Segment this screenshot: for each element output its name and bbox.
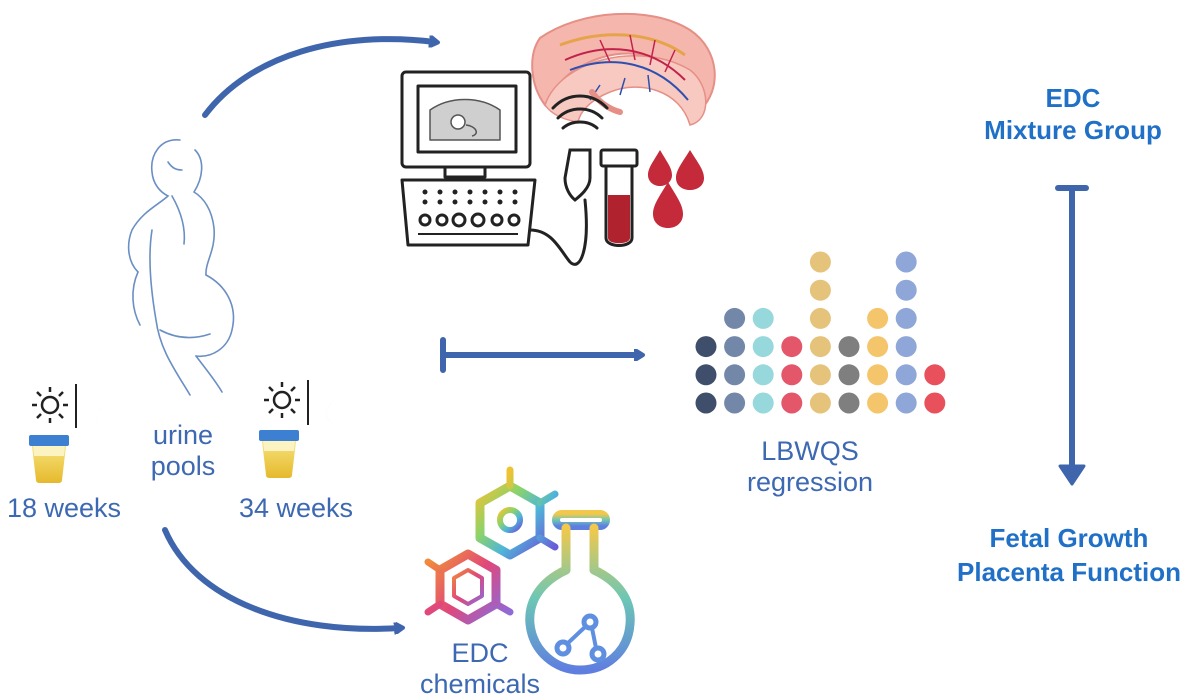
matrix-dot [752, 307, 774, 329]
matrix-dot [809, 279, 831, 301]
pregnant-woman-icon [127, 139, 235, 396]
lbwqs-label-line2: regression [746, 467, 874, 497]
matrix-dot [809, 336, 831, 358]
matrix-dot [781, 392, 803, 414]
arrow-to-outcome [1055, 185, 1089, 486]
urine-label-line1: urine [152, 420, 214, 450]
matrix-dot [924, 364, 946, 386]
urine-cup-icon [259, 430, 299, 478]
blood-tube-icon [599, 148, 639, 247]
lbwqs-dot-matrix [695, 251, 946, 414]
sun-icon [32, 387, 68, 423]
blood-drop-icon [648, 150, 704, 228]
matrix-dot [809, 364, 831, 386]
arrow-to-regression [440, 337, 640, 373]
moon-icon [96, 408, 116, 432]
matrix-dot [895, 279, 917, 301]
matrix-dot [695, 392, 717, 414]
matrix-dot [895, 364, 917, 386]
outcome-label: Fetal Growth Placenta Function [940, 521, 1198, 589]
matrix-dot [838, 336, 860, 358]
chemical-structure-icon [424, 466, 559, 625]
ultrasound-probe-icon [528, 94, 609, 266]
arrow-to-imaging [202, 39, 435, 118]
matrix-dot [895, 307, 917, 329]
week34-label: 34 weeks [238, 493, 354, 523]
sun-icon [264, 382, 300, 418]
matrix-dot [867, 336, 889, 358]
matrix-dot [838, 364, 860, 386]
matrix-dot [724, 307, 746, 329]
matrix-dot [752, 364, 774, 386]
matrix-dot [695, 336, 717, 358]
outcome-line1: Fetal Growth [989, 523, 1149, 553]
matrix-dot [809, 307, 831, 329]
edc-chemicals-label: EDC chemicals [405, 638, 555, 699]
matrix-dot [895, 251, 917, 273]
matrix-dot [752, 336, 774, 358]
arrow-to-chemicals [162, 527, 400, 629]
matrix-dot [867, 392, 889, 414]
lbwqs-label: LBWQS regression [730, 436, 890, 498]
matrix-dot [752, 392, 774, 414]
matrix-dot [895, 336, 917, 358]
matrix-dot [724, 364, 746, 386]
edc-chemicals-line2: chemicals [419, 669, 541, 699]
moon-icon [326, 402, 346, 426]
outcome-line2: Placenta Function [957, 557, 1181, 587]
edc-mixture-group-label: EDC Mixture Group [955, 82, 1191, 146]
matrix-dot [695, 364, 717, 386]
matrix-dot [809, 392, 831, 414]
urine-cup-icon [29, 435, 69, 483]
flask-icon [525, 510, 635, 675]
matrix-dot [895, 392, 917, 414]
placenta-icon [531, 12, 716, 126]
mixture-line1: EDC [1045, 83, 1101, 113]
ultrasound-machine-icon [400, 70, 537, 247]
matrix-dot [781, 336, 803, 358]
lbwqs-label-line1: LBWQS [761, 436, 859, 466]
matrix-dot [724, 336, 746, 358]
matrix-dot [867, 307, 889, 329]
week18-label: 18 weeks [6, 493, 122, 523]
matrix-dot [838, 392, 860, 414]
matrix-dot [809, 251, 831, 273]
urine-pools-label: urine pools [135, 420, 231, 482]
urine-label-line2: pools [150, 451, 216, 481]
matrix-dot [867, 364, 889, 386]
matrix-dot [724, 392, 746, 414]
mixture-line2: Mixture Group [984, 115, 1162, 145]
edc-chemicals-line1: EDC [451, 638, 509, 668]
matrix-dot [781, 364, 803, 386]
matrix-dot [924, 392, 946, 414]
